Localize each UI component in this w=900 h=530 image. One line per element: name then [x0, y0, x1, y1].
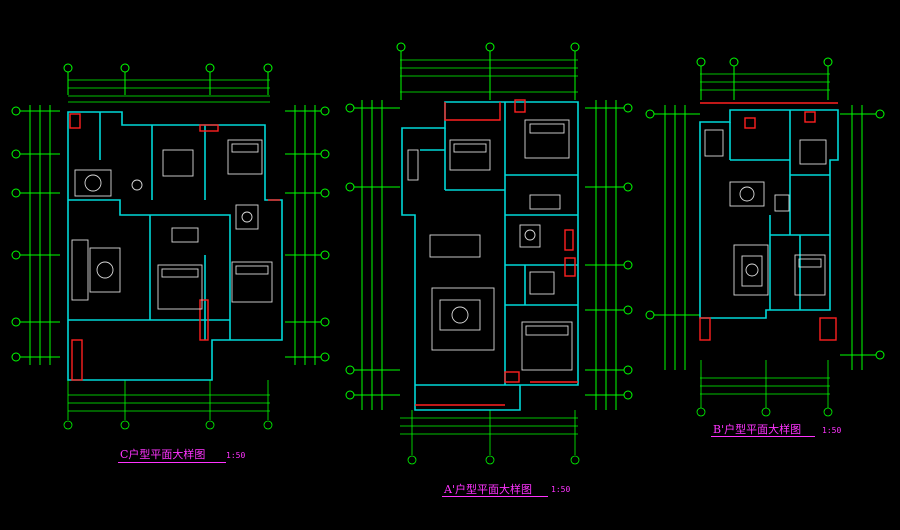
axis-bubbles-right-c — [285, 105, 330, 365]
axis-bubbles-right-b — [840, 105, 885, 370]
dimension-lines-top-c — [68, 79, 270, 103]
dimension-lines-bottom-c — [63, 380, 273, 430]
plan-title-a: A'户型平面大样图 — [444, 483, 532, 496]
axis-bubbles-top-b — [696, 57, 833, 100]
plan-title-underline-b — [711, 436, 815, 437]
plan-title-underline-a — [442, 496, 548, 497]
axis-bubbles-left-a — [345, 100, 400, 410]
furniture-c — [71, 139, 273, 310]
dimension-lines-top-b — [700, 73, 830, 91]
plan-b — [645, 57, 885, 417]
plan-a — [345, 42, 633, 465]
axis-bubbles-right-a — [585, 100, 633, 410]
axis-bubbles-top-c — [63, 63, 273, 95]
furniture-a — [407, 119, 573, 371]
accents-b — [699, 102, 838, 341]
dimension-lines-bottom-a — [400, 410, 580, 465]
plan-title-c: C户型平面大样图 — [120, 448, 206, 461]
plan-scale-b: 1:50 — [822, 426, 842, 435]
accents-a — [415, 99, 578, 406]
dimension-lines-top-a — [400, 59, 578, 93]
plan-title-b: B'户型平面大样图 — [713, 423, 802, 436]
walls-c — [67, 111, 283, 381]
plan-scale-a: 1:50 — [551, 485, 571, 494]
accents-c — [69, 113, 280, 381]
axis-bubbles-left-b — [645, 105, 700, 370]
axis-bubbles-top-a — [396, 42, 580, 100]
plan-c — [11, 63, 330, 430]
furniture-b — [704, 129, 827, 296]
plan-scale-c: 1:50 — [226, 451, 246, 460]
dimension-lines-bottom-b — [696, 360, 833, 417]
axis-bubbles-left-c — [11, 105, 60, 365]
plan-title-underline-c — [118, 462, 226, 463]
walls-b — [699, 109, 839, 319]
